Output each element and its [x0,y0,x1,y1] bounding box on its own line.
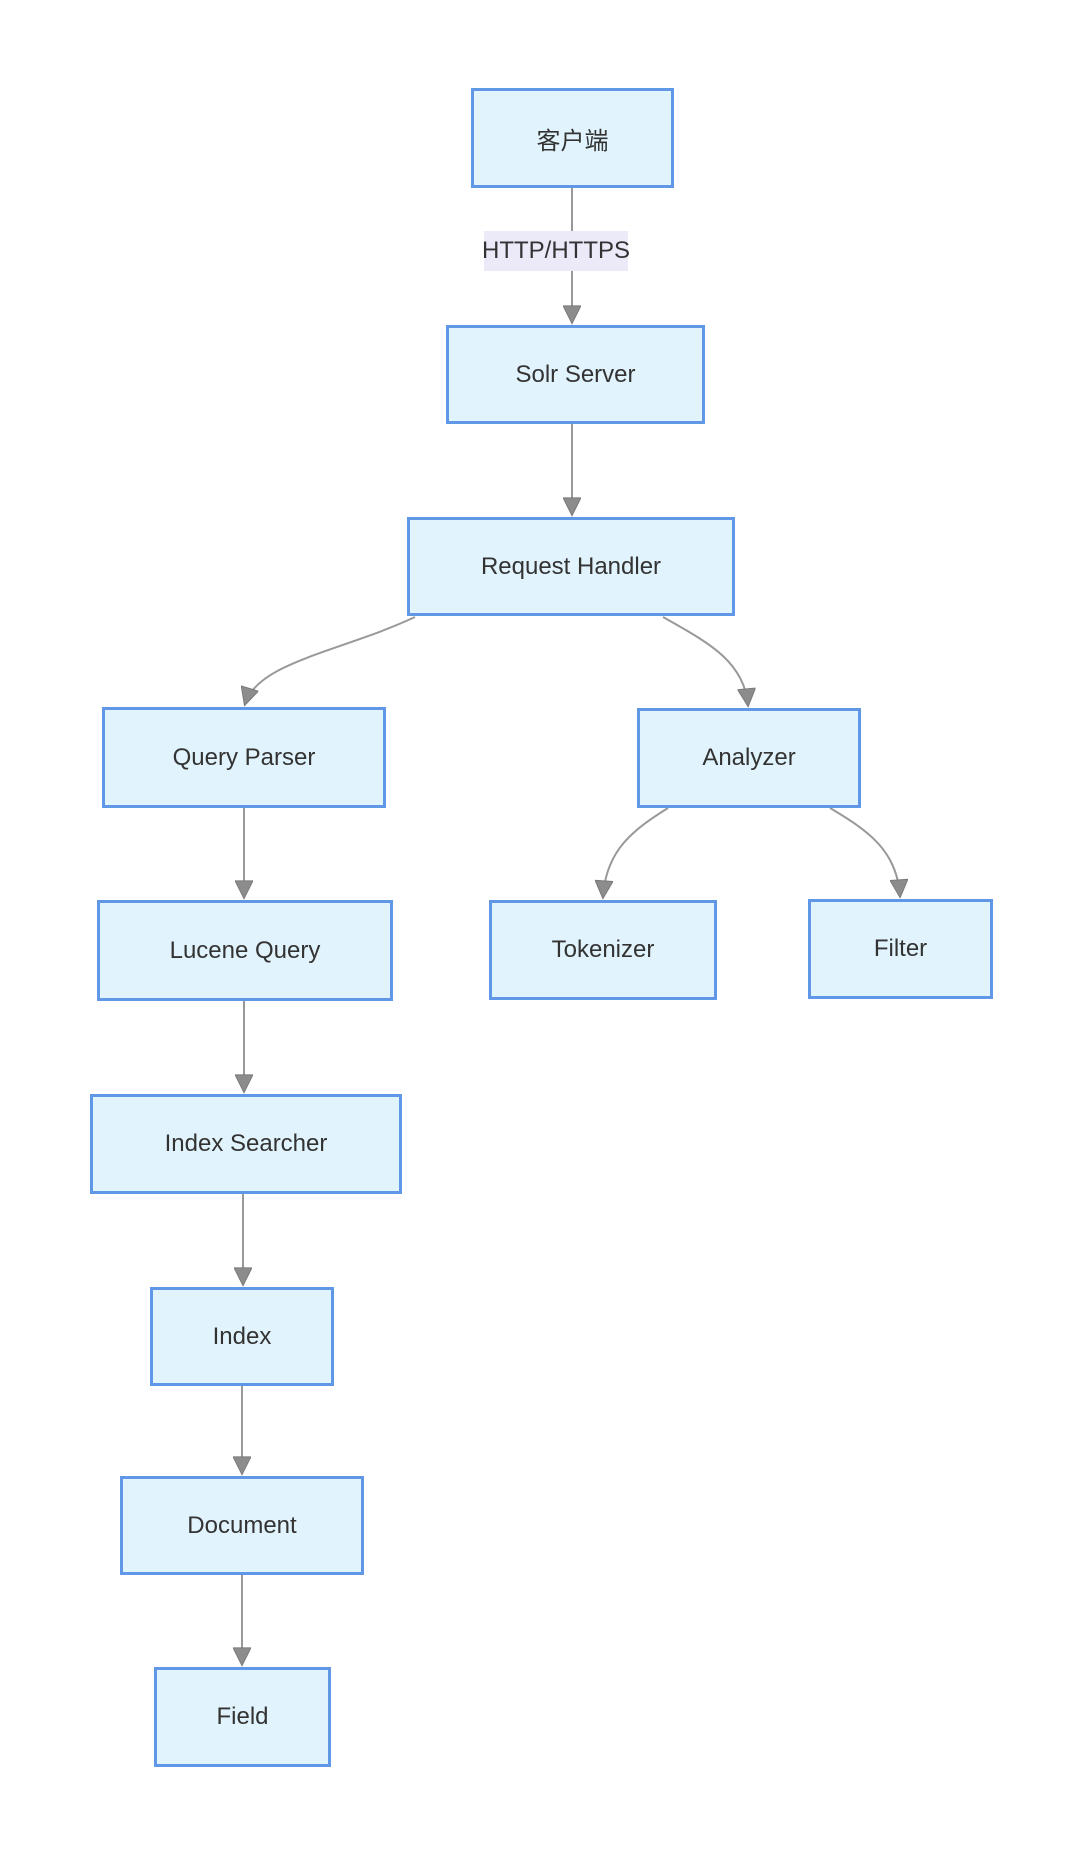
node-field: Field [154,1667,331,1767]
node-document-label: Document [187,1511,297,1539]
edge-request-handler-to-query-parser [245,616,416,704]
node-filter: Filter [808,899,993,999]
edge-label-http-https: HTTP/HTTPS [482,231,630,271]
edge-analyzer-to-filter [829,807,900,896]
node-tokenizer: Tokenizer [489,900,717,1000]
node-client-label: 客户端 [536,127,609,155]
node-request-handler: Request Handler [407,517,735,616]
node-query-parser: Query Parser [102,707,386,808]
node-index-searcher: Index Searcher [90,1094,402,1194]
node-analyzer: Analyzer [637,708,861,808]
node-index: Index [150,1287,334,1386]
node-analyzer-label: Analyzer [702,744,796,771]
node-solr-server-label: Solr Server [515,360,636,388]
node-client: 客户端 [471,88,674,188]
edge-label-text: HTTP/HTTPS [482,237,630,264]
node-query-parser-label: Query Parser [172,743,316,771]
node-index-searcher-label: Index Searcher [164,1130,328,1157]
node-lucene-query: Lucene Query [97,900,393,1001]
node-index-label: Index [212,1322,272,1350]
edge-analyzer-to-tokenizer [603,807,669,897]
node-filter-label: Filter [873,935,928,962]
node-solr-server: Solr Server [446,325,705,424]
node-lucene-query-label: Lucene Query [169,936,321,964]
edge-request-handler-to-analyzer [662,616,748,705]
node-tokenizer-label: Tokenizer [551,936,655,963]
node-document: Document [120,1476,364,1575]
node-request-handler-label: Request Handler [480,552,662,580]
node-field-label: Field [216,1703,269,1730]
